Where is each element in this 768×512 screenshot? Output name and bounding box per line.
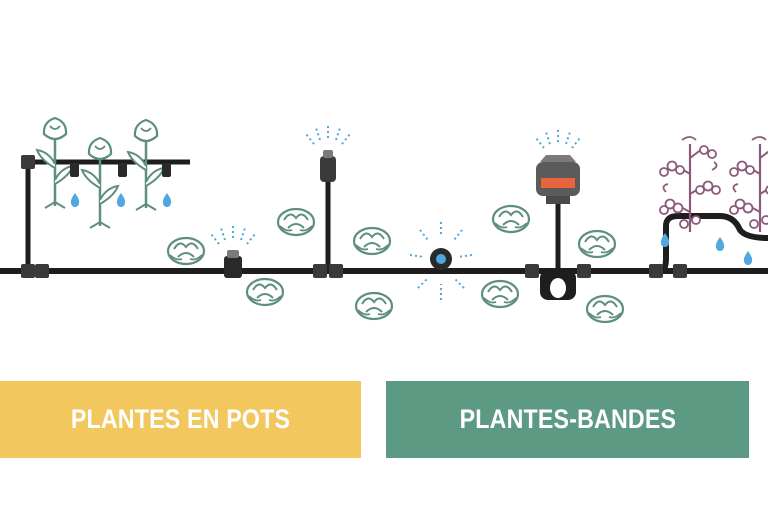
potted-plants-label: PLANTES EN POTS xyxy=(70,404,291,434)
water-drop-icon xyxy=(70,193,172,207)
irrigation-diagram xyxy=(0,116,768,324)
flower-beds-label-box: PLANTES-BANDES xyxy=(386,381,749,458)
left-riser-pipe xyxy=(25,159,190,271)
riser-sprinkler-icon xyxy=(305,123,351,278)
flower-plant-icon xyxy=(35,116,166,230)
rotary-sprinkler-icon xyxy=(525,127,591,300)
potted-plants-label-box: PLANTES EN POTS xyxy=(0,381,361,458)
water-drop-icon xyxy=(660,233,753,265)
pipe-connector-icon xyxy=(21,155,49,278)
pop-up-sprinkler-icon xyxy=(210,223,256,278)
drip-emitter-icon xyxy=(70,163,171,177)
right-drip-pipe xyxy=(659,213,768,274)
flower-beds-label: PLANTES-BANDES xyxy=(459,404,676,434)
mini-sprinkler-icon xyxy=(409,222,473,300)
